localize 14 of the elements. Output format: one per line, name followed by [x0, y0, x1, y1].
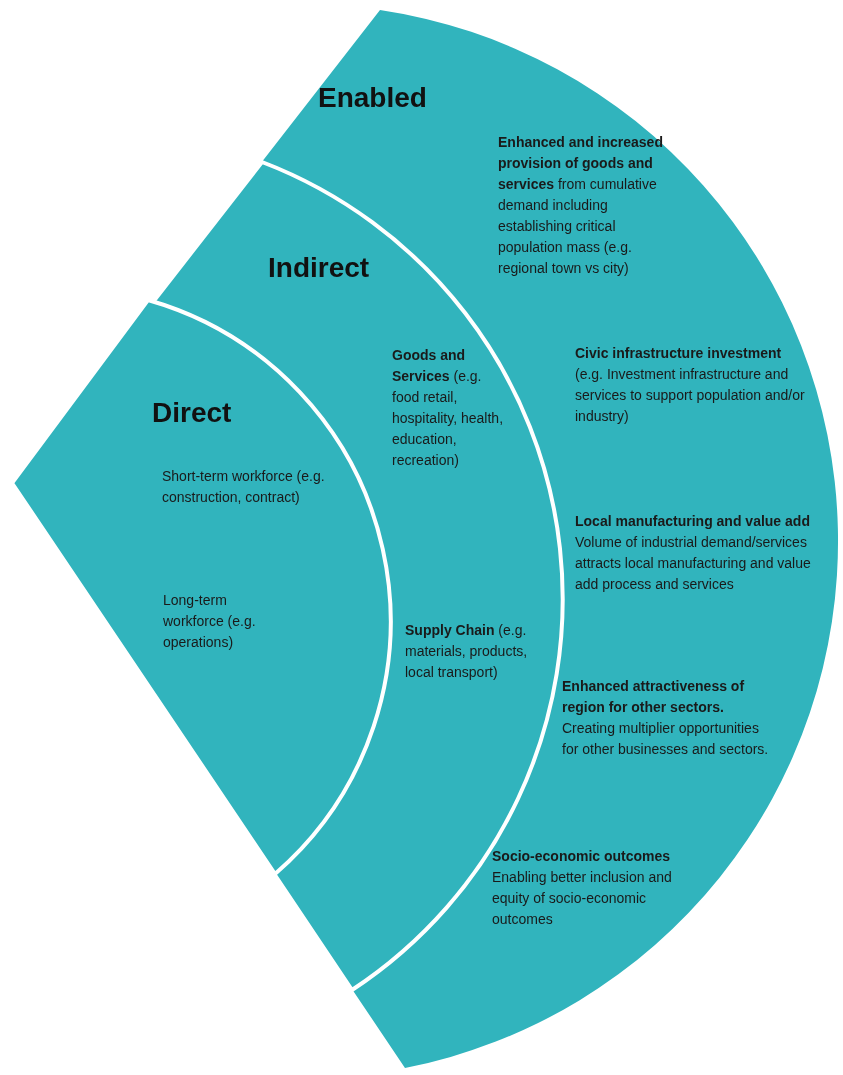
sector-description: Local manufacturing and value add Volume of industrial demand/services attracts local manufacturing and value add process and services	[575, 512, 812, 594]
sector-description: Enhanced and increased provision of goods and services from cumulative demand including establishing critical population mass (e.g. regional town vs city)	[498, 133, 664, 278]
sector-heading: Direct	[152, 397, 232, 429]
sector-heading: Indirect	[268, 252, 370, 284]
sector-heading: Enabled	[318, 82, 427, 114]
sector-description: Goods and Services (e.g. food retail, hospitality, health, education, recreation)	[392, 346, 504, 470]
outer-sector	[12, 10, 838, 1068]
sector-description: Long-term workforce (e.g. operations)	[163, 591, 257, 652]
sector-description: Short-term workforce (e.g. construction, contract)	[162, 467, 326, 507]
sector-description: Supply Chain (e.g. materials, products, local transport)	[405, 621, 529, 682]
sector-description: Civic infrastructure investment (e.g. Investment infrastructure and services to support population and/or industry)	[575, 344, 806, 426]
sector-description: Socio-economic outcomes Enabling better inclusion and equity of socio-economic outcomes	[492, 847, 673, 929]
inner-sector	[12, 300, 390, 874]
sector-description: Enhanced attractiveness of region for other sectors. Creating multiplier opportunities for other businesses and sectors.	[562, 677, 770, 759]
